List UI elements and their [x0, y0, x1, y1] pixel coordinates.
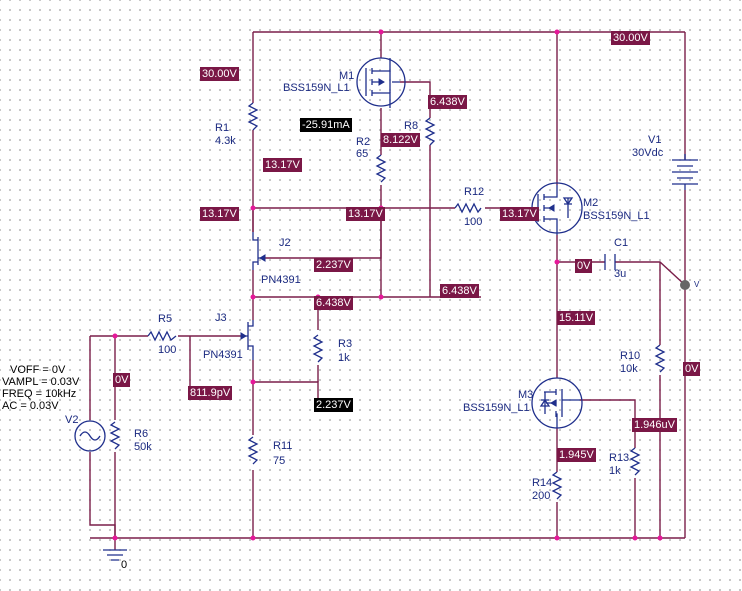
label-r8-ref: R8	[404, 120, 419, 132]
ground-symbol	[103, 549, 127, 561]
resistor-r14[interactable]	[551, 471, 563, 500]
wire-v2	[89, 336, 116, 538]
resistor-r2[interactable]	[375, 154, 387, 183]
label-r13-value: 1k	[609, 465, 621, 477]
label-r10-ref: R10	[620, 350, 641, 362]
voltage-marker[interactable]: 6.438V	[440, 284, 479, 298]
label-j2-ref: J2	[279, 237, 291, 249]
label-r12-ref: R12	[464, 186, 485, 198]
resistor-r1[interactable]	[247, 102, 259, 131]
voltage-marker[interactable]: 30.00V	[200, 67, 239, 81]
resistor-r5[interactable]	[147, 330, 177, 342]
label-v2-voff: VOFF = 0V	[10, 364, 66, 376]
label-r13-ref: R13	[609, 452, 630, 464]
label-r14-ref: R14	[532, 477, 553, 489]
label-r10-value: 10k	[620, 363, 638, 375]
voltage-marker[interactable]: 30.00V	[611, 31, 650, 45]
jfet-j2[interactable]	[252, 232, 266, 270]
resistor-r3[interactable]	[312, 334, 324, 363]
voltage-marker[interactable]: 0V	[683, 362, 701, 376]
label-r3-value: 1k	[338, 352, 350, 364]
resistor-r6[interactable]	[109, 421, 121, 450]
label-r2-ref: R2	[356, 136, 371, 148]
label-m3-ref: M3	[518, 389, 534, 401]
label-m3-model: BSS159N_L1	[463, 402, 530, 414]
label-c1-ref: C1	[614, 237, 629, 249]
label-m1-model: BSS159N_L1	[283, 82, 350, 94]
label-v1-ref: V1	[648, 134, 662, 146]
voltage-marker[interactable]: 6.438V	[428, 95, 467, 109]
wire-j3-source	[252, 360, 319, 400]
voltage-marker[interactable]: 13.17V	[500, 207, 539, 221]
mosfet-m3[interactable]	[531, 377, 583, 429]
label-r11-ref: R11	[273, 440, 293, 452]
voltage-marker[interactable]: 811.9pV	[188, 386, 233, 400]
label-r14-value: 200	[532, 490, 551, 502]
capacitor-c1[interactable]	[604, 254, 616, 270]
label-v2-ac: AC = 0.03V	[2, 400, 59, 412]
label-r3-ref: R3	[338, 338, 353, 350]
junction-nodes	[112, 29, 663, 541]
label-ground: 0	[121, 559, 128, 571]
voltage-marker[interactable]: 2.237V	[314, 398, 353, 412]
label-j3-ref: J3	[215, 312, 227, 324]
label-v2-freq: FREQ = 10kHz	[2, 388, 77, 400]
voltage-marker[interactable]: 8.122V	[381, 133, 420, 147]
voltage-marker[interactable]: 6.438V	[314, 296, 353, 310]
label-r1-value: 4.3k	[215, 135, 236, 147]
label-m1-ref: M1	[339, 70, 355, 82]
label-m2-model: BSS159N_L1	[583, 210, 650, 222]
resistor-r8[interactable]	[424, 117, 436, 146]
label-r2-value: 65	[356, 148, 369, 160]
voltage-marker[interactable]: 2.237V	[314, 258, 353, 272]
resistor-r11[interactable]	[247, 436, 259, 465]
source-v2[interactable]	[74, 420, 106, 452]
voltage-marker[interactable]: 1.946uV	[632, 418, 677, 432]
voltage-marker[interactable]: 0V	[113, 373, 131, 387]
voltage-marker[interactable]: 13.17V	[346, 207, 385, 221]
label-r6-value: 50k	[134, 441, 152, 453]
label-r11-value: 75	[273, 455, 286, 467]
voltage-marker[interactable]: 0V	[575, 259, 593, 273]
voltage-probe[interactable]	[680, 280, 690, 290]
label-j2-model: PN4391	[261, 274, 301, 286]
label-probe: V	[694, 280, 700, 289]
label-j3-model: PN4391	[203, 349, 243, 361]
label-r5-ref: R5	[158, 313, 173, 325]
voltage-marker[interactable]: 1.945V	[557, 448, 596, 462]
current-marker[interactable]: -25.91mA	[300, 118, 352, 132]
label-v2-vampl: VAMPL = 0.03V	[2, 376, 80, 388]
jfet-j3[interactable]	[240, 320, 254, 360]
source-v1[interactable]	[672, 154, 698, 190]
resistor-r12[interactable]	[454, 202, 482, 214]
label-c1-value: 3u	[614, 268, 627, 280]
label-r12-value: 100	[464, 216, 483, 228]
label-r1-ref: R1	[215, 122, 230, 134]
mosfet-m1[interactable]	[356, 57, 406, 108]
label-m2-ref: M2	[583, 197, 599, 209]
label-r5-value: 100	[158, 344, 177, 356]
label-v1-value: 30Vdc	[632, 147, 664, 159]
label-v2-ref: V2	[65, 414, 79, 426]
voltage-marker[interactable]: 13.17V	[200, 207, 239, 221]
resistor-r10[interactable]	[654, 344, 666, 373]
wire-m3-gate	[580, 399, 636, 538]
resistor-r13[interactable]	[629, 447, 641, 476]
label-r6-ref: R6	[134, 428, 149, 440]
wire-m1-gate	[400, 81, 431, 297]
voltage-marker[interactable]: 13.17V	[263, 158, 302, 172]
voltage-marker[interactable]: 15.11V	[557, 311, 596, 325]
